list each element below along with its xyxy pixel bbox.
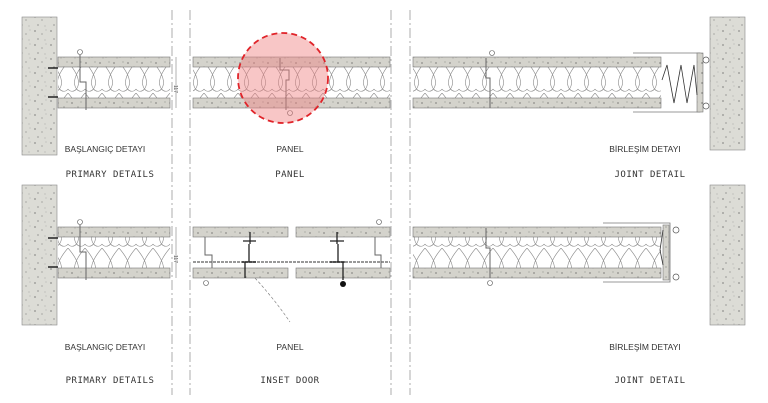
inset-door-caption: INSET DOOR xyxy=(260,376,319,386)
axis-lines xyxy=(171,10,411,395)
left-wall xyxy=(21,184,58,326)
row-2: 117 xyxy=(21,184,746,326)
primary-details-caption: PRIMARY DETAILS xyxy=(66,170,155,180)
panel-caption: PANEL xyxy=(275,170,305,180)
panel-label: PANEL xyxy=(276,144,304,154)
primary-details-caption: PRIMARY DETAILS xyxy=(66,376,155,386)
right-wall xyxy=(709,184,746,326)
joint-detail-label: BİRLEŞİM DETAYI xyxy=(609,144,680,154)
dimension-label: 117 xyxy=(172,255,178,263)
dimension-label: 117 xyxy=(172,85,178,93)
joint-detail-caption: JOINT DETAIL xyxy=(614,170,685,180)
joint-detail-caption: JOINT DETAIL xyxy=(614,376,685,386)
right-wall xyxy=(709,16,746,151)
highlight-circle xyxy=(237,32,329,124)
start-detail-label: BAŞLANGIÇ DETAYI xyxy=(65,342,145,352)
joint-detail-label: BİRLEŞİM DETAYI xyxy=(609,342,680,352)
start-detail-label: BAŞLANGIÇ DETAYI xyxy=(65,144,145,154)
door-swing-arc xyxy=(254,277,291,323)
panel-label: PANEL xyxy=(276,342,304,352)
left-wall xyxy=(21,16,58,156)
row-1: 117 xyxy=(21,16,746,156)
